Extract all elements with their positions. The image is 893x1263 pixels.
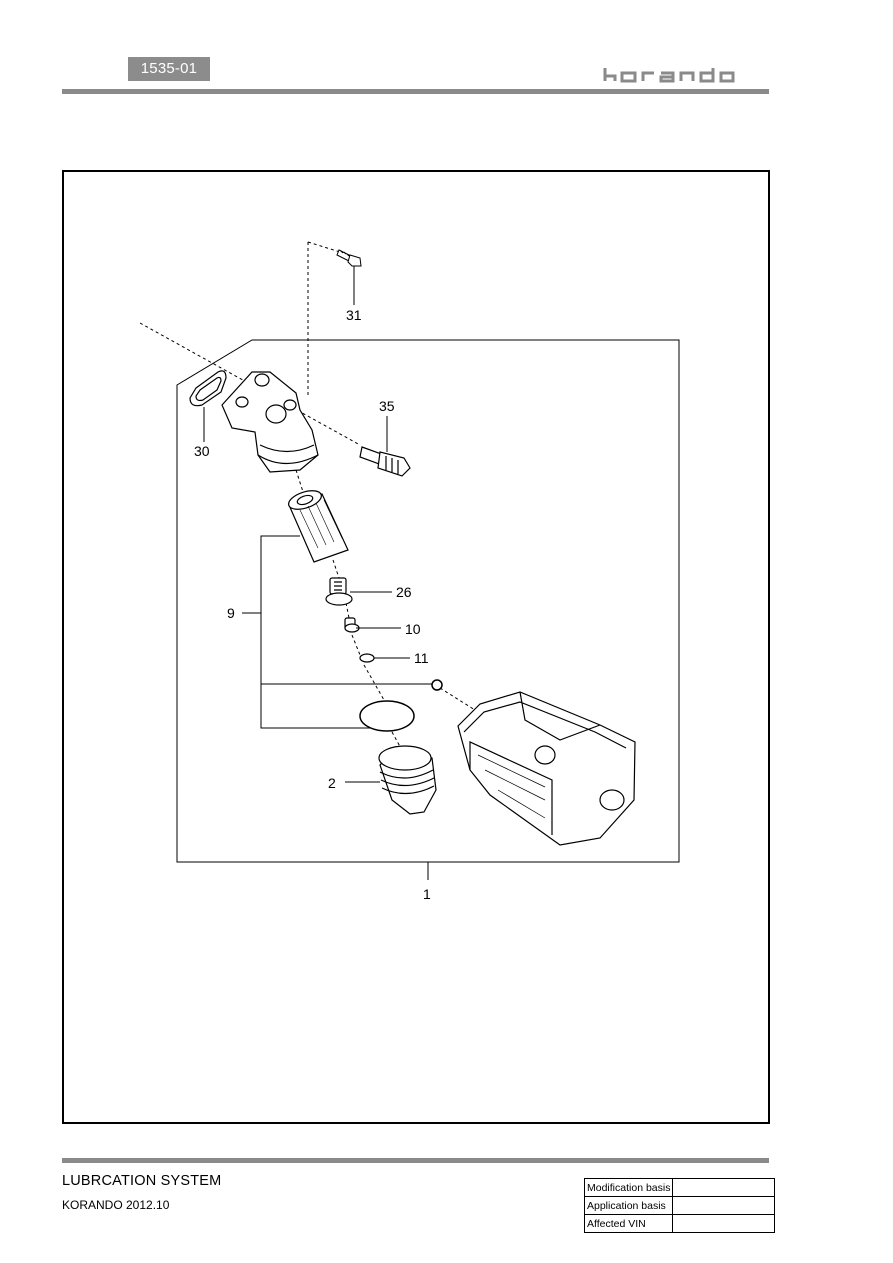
affected-vin-value	[672, 1214, 776, 1233]
callout-26: 26	[396, 584, 412, 600]
table-row: Application basis	[583, 1196, 776, 1215]
leader-lines	[203, 266, 432, 880]
callout-35: 35	[379, 398, 395, 414]
application-basis-value	[672, 1196, 776, 1215]
footer-rule	[62, 1158, 769, 1163]
pan-o-ring-icon	[431, 679, 443, 691]
small-o-ring-icon	[359, 653, 375, 663]
callout-30: 30	[194, 443, 210, 459]
modification-basis-label: Modification basis	[583, 1178, 674, 1197]
bolt-icon	[336, 249, 362, 267]
callout-31: 31	[346, 307, 362, 323]
callout-11: 11	[414, 650, 429, 666]
filter-housing-icon	[221, 371, 319, 473]
callout-2: 2	[328, 775, 336, 791]
callout-10: 10	[405, 621, 421, 637]
callout-1: 1	[423, 886, 431, 902]
modification-basis-value	[672, 1178, 776, 1197]
application-basis-label: Application basis	[583, 1196, 674, 1215]
brand-logo	[602, 66, 770, 91]
table-row: Modification basis	[583, 1178, 776, 1197]
section-title: LUBRCATION SYSTEM	[62, 1173, 222, 1189]
assembly-outline	[176, 339, 680, 863]
korando-logo-icon	[603, 68, 735, 83]
affected-vin-label: Affected VIN	[583, 1214, 674, 1233]
gasket-icon	[189, 370, 227, 407]
page-code-badge: 1535-01	[128, 57, 210, 81]
oil-filter-element-icon	[288, 490, 349, 563]
large-o-ring-icon	[359, 700, 415, 732]
doc-version: KORANDO 2012.10	[62, 1198, 170, 1212]
header-rule	[62, 89, 769, 94]
diagram-frame	[62, 170, 770, 1124]
relief-valve-icon	[344, 617, 360, 633]
table-row: Affected VIN	[583, 1214, 776, 1233]
check-valve-icon	[325, 577, 353, 606]
oil-pan-icon	[457, 691, 636, 846]
pressure-sensor-icon	[359, 446, 411, 477]
filter-cap-icon	[378, 745, 437, 815]
callout-9: 9	[227, 605, 235, 621]
info-table: Modification basis Application basis Aff…	[583, 1178, 776, 1233]
